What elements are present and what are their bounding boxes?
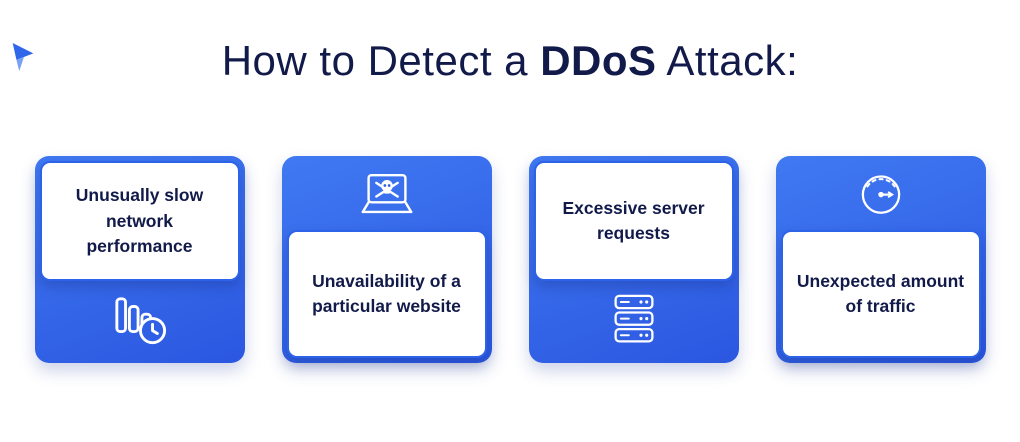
- card-slow-network: Unusually slow network performance: [34, 156, 245, 364]
- title-highlight: DDoS: [540, 37, 657, 84]
- card-label: Unavailability of a particular website: [286, 230, 487, 359]
- speedometer-icon: [852, 170, 910, 221]
- cards-row: Unusually slow network performance: [0, 156, 1020, 364]
- card-unexpected-traffic: Unexpected amount of traffic: [775, 156, 986, 364]
- card-excessive-requests: Excessive server requests: [528, 156, 739, 364]
- page-title: How to Detect a DDoS Attack:: [0, 36, 1020, 86]
- card-icon-area: [781, 161, 981, 230]
- title-prefix: How to Detect a: [221, 37, 541, 84]
- card-icon-area: [287, 161, 487, 230]
- card-icon-area: [40, 281, 240, 358]
- laptop-skull-icon: [356, 172, 418, 219]
- card-label: Unusually slow network performance: [39, 161, 240, 282]
- server-stack-icon: [606, 293, 662, 346]
- bar-chart-clock-icon: [109, 293, 171, 347]
- card-label: Unexpected amount of traffic: [780, 230, 981, 359]
- card-label: Excessive server requests: [533, 161, 734, 282]
- card-icon-area: [534, 281, 734, 358]
- brand-logo-icon: [8, 42, 38, 74]
- card-site-unavailable: Unavailability of a particular website: [281, 156, 492, 364]
- title-suffix: Attack:: [656, 37, 799, 84]
